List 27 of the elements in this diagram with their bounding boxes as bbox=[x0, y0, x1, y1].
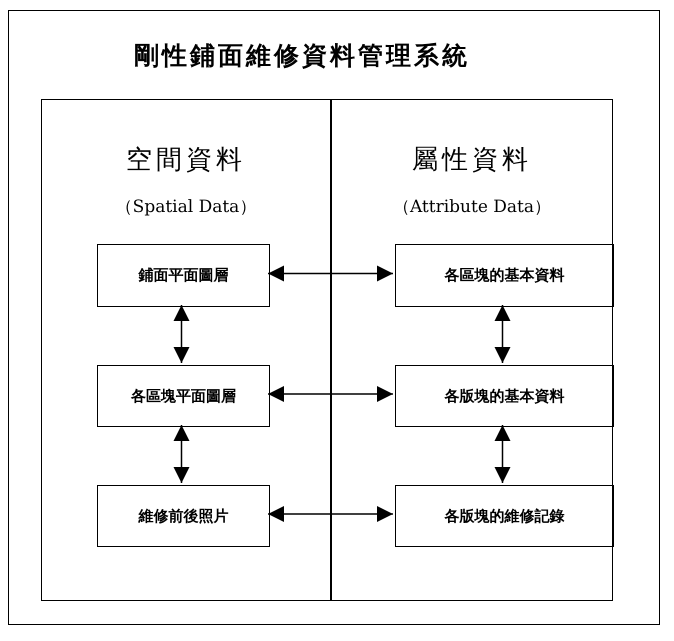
box-label: 各區塊的基本資料 bbox=[444, 266, 564, 285]
panel-subheading: （Attribute Data） bbox=[392, 196, 552, 218]
panel-subheading: （Spatial Data） bbox=[116, 196, 256, 218]
process-box bbox=[395, 244, 614, 307]
box-label: 鋪面平面圖層 bbox=[138, 266, 228, 285]
panel-box bbox=[331, 99, 613, 601]
double-arrow bbox=[174, 305, 190, 363]
process-box bbox=[97, 485, 270, 547]
box-label: 各版塊的維修記錄 bbox=[444, 506, 564, 526]
double-arrow bbox=[268, 386, 393, 402]
panel-heading: 空間資料 bbox=[126, 144, 246, 177]
double-arrow bbox=[494, 425, 510, 483]
box-label: 維修前後照片 bbox=[138, 506, 228, 526]
double-arrow bbox=[494, 305, 510, 363]
panel-box bbox=[41, 99, 331, 601]
panel-heading: 屬性資料 bbox=[412, 144, 532, 177]
process-box bbox=[97, 244, 270, 307]
process-box bbox=[97, 365, 270, 427]
process-box bbox=[395, 485, 614, 547]
double-arrow bbox=[268, 266, 393, 282]
outer-frame bbox=[8, 10, 660, 625]
box-label: 各區塊平面圖層 bbox=[131, 386, 236, 406]
process-box bbox=[395, 365, 614, 427]
box-label: 各版塊的基本資料 bbox=[444, 386, 564, 406]
frame-heading: 剛性鋪面維修資料管理系統 bbox=[134, 40, 470, 72]
double-arrow bbox=[174, 425, 190, 483]
double-arrow bbox=[268, 506, 393, 522]
